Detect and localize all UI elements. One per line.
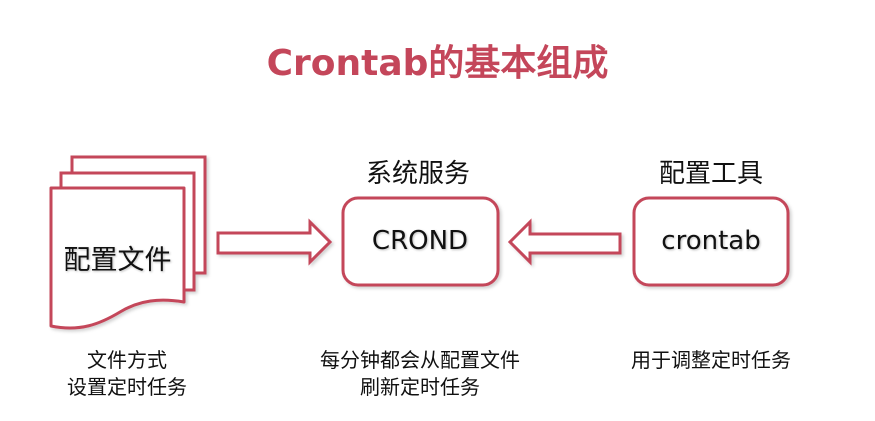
crond-box (341, 196, 500, 287)
config-tool-heading: 配置工具 (658, 159, 763, 189)
config-file-caption-line-1: 文件方式 (87, 348, 167, 372)
system-service-caption: 每分钟都会从配置文件 刷新定时任务 (280, 347, 560, 401)
system-service-heading: 系统服务 (365, 159, 470, 189)
config-tool-caption-line-1: 用于调整定时任务 (631, 348, 791, 372)
config-file-caption-line-2: 设置定时任务 (67, 375, 187, 399)
config-file-caption: 文件方式 设置定时任务 (0, 347, 267, 401)
arrow-right-icon (216, 218, 333, 266)
crond-box-label: CROND (371, 226, 469, 256)
config-file-label: 配置文件 (63, 245, 172, 276)
crontab-box-label: crontab (661, 226, 761, 256)
page-title: Crontab的基本组成 (266, 43, 609, 84)
crontab-box (632, 196, 790, 287)
stacked-documents-icon (49, 155, 207, 330)
arrow-left-icon (507, 218, 622, 266)
system-service-caption-line-1: 每分钟都会从配置文件 (320, 348, 520, 372)
system-service-caption-line-2: 刷新定时任务 (360, 375, 480, 399)
config-tool-caption: 用于调整定时任务 (571, 347, 851, 374)
